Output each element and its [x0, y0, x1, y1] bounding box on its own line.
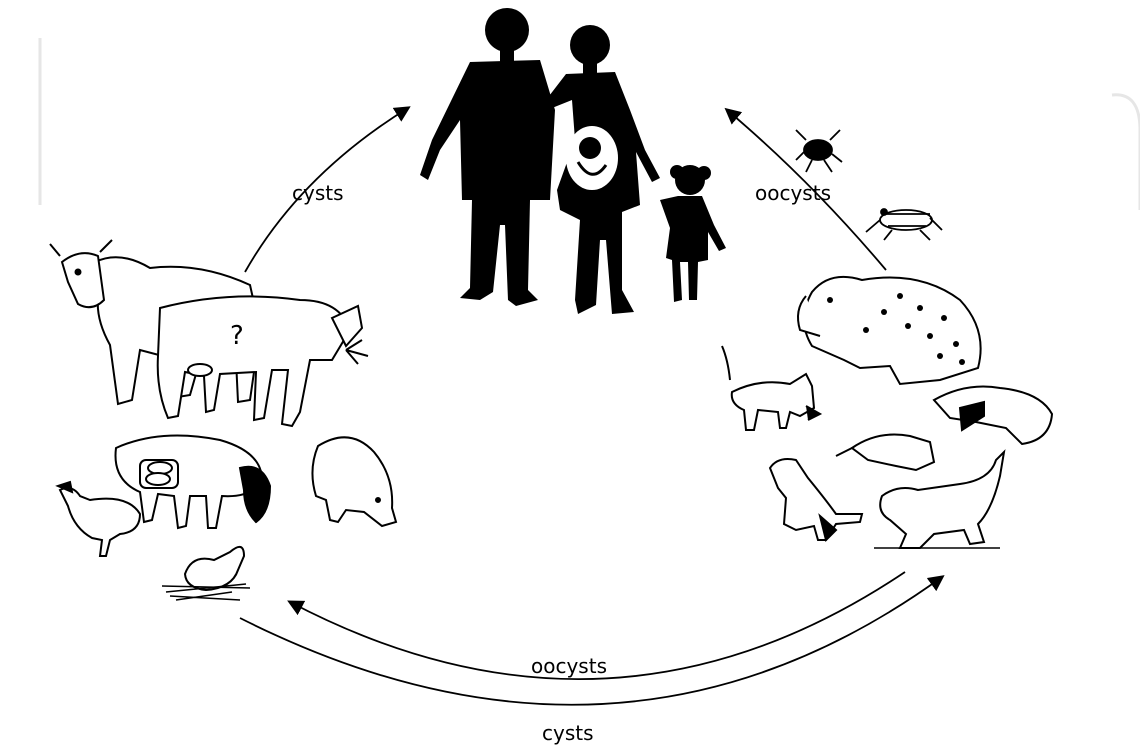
- feline-hosts: [722, 277, 1052, 548]
- label-cysts-top: cysts: [292, 181, 344, 205]
- chicken-drawing: [58, 482, 140, 556]
- cat-drawing-4: [770, 459, 862, 540]
- arrow-cysts-to-cats: [240, 577, 942, 705]
- hen-on-nest-drawing: [162, 547, 250, 600]
- cat-drawing-1: [722, 346, 820, 430]
- label-oocysts-bottom: oocysts: [531, 654, 607, 678]
- label-cysts-bottom: cysts: [542, 721, 594, 745]
- child-silhouette: [660, 165, 726, 302]
- pig-drawing: [312, 437, 396, 526]
- calf-question-mark: ?: [230, 321, 244, 351]
- label-oocysts-top: oocysts: [755, 181, 831, 205]
- calf-drawing: [158, 296, 368, 426]
- cockroach-drawing: [796, 130, 842, 172]
- leopard-drawing: [798, 277, 981, 384]
- intermediate-hosts: ?: [50, 240, 396, 600]
- pregnant-woman-silhouette: [546, 25, 660, 314]
- cat-drawing-2: [934, 387, 1052, 445]
- fly-drawing: [866, 209, 942, 240]
- human-family-silhouettes: [420, 8, 726, 314]
- cat-drawing-3: [836, 435, 934, 471]
- man-silhouette: [420, 8, 555, 306]
